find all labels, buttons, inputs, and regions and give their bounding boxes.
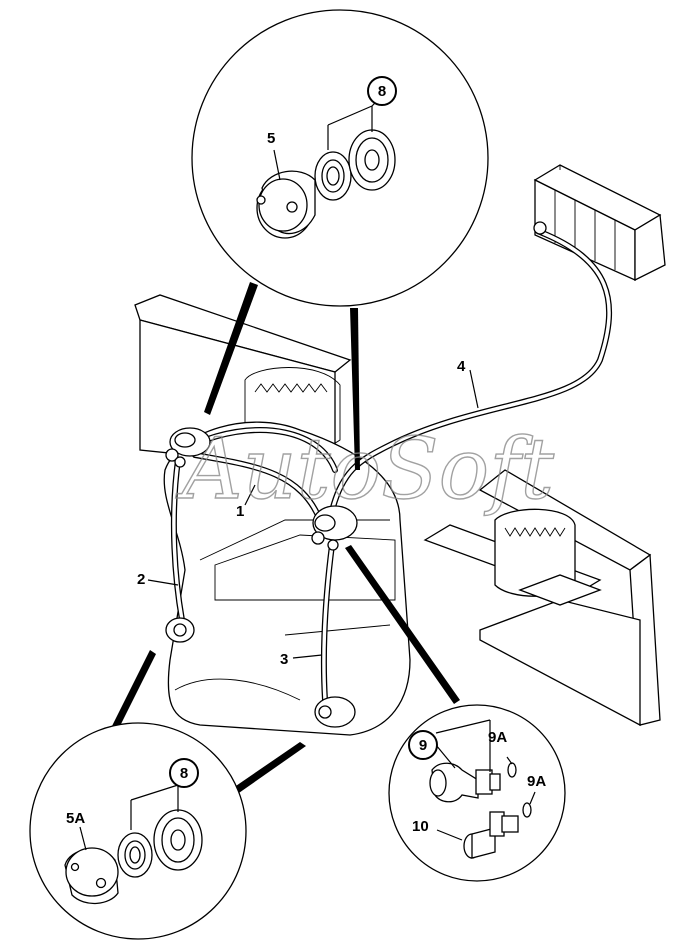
battery-pack [533,164,666,282]
callout-labels: 4 1 2 3 5 8 5A 8 9 9A 9A 10 [66,76,546,835]
elbow-part-9 [429,762,501,803]
label-part-8-top-ring: 8 [367,76,397,106]
label-part-3: 3 [280,651,288,668]
label-part-8-bottom: 8 [180,765,188,782]
label-part-9a-upper: 9A [488,729,507,746]
seal-set-part-8b [117,809,203,878]
cap-part-5 [256,170,316,239]
fitting-part-10 [463,811,519,859]
detail-leaders [112,282,460,795]
o-ring-9a-upper [507,762,517,778]
bottom-left-detail-circle [29,722,247,940]
label-part-4: 4 [457,358,466,375]
label-part-2: 2 [137,571,145,588]
label-part-8-bottom-ring: 8 [169,758,199,788]
label-part-9-ring: 9 [408,730,438,760]
bottom-right-detail-circle [388,704,566,882]
hoses [170,229,613,703]
callout-leaders [147,369,479,659]
label-part-9a-lower: 9A [527,773,546,790]
label-part-1: 1 [236,503,244,520]
o-ring-9a-lower [522,802,532,818]
label-part-8-top: 8 [378,83,386,100]
label-part-9: 9 [419,737,427,754]
label-part-5a: 5A [66,810,85,827]
label-part-5: 5 [267,130,275,147]
cap-part-5a [64,847,119,905]
seal-set-part-8 [314,129,396,201]
top-detail-circle [191,9,489,307]
swivel-fittings [165,221,547,728]
watermark: AutoSoft [175,420,554,518]
label-part-10: 10 [412,818,429,835]
